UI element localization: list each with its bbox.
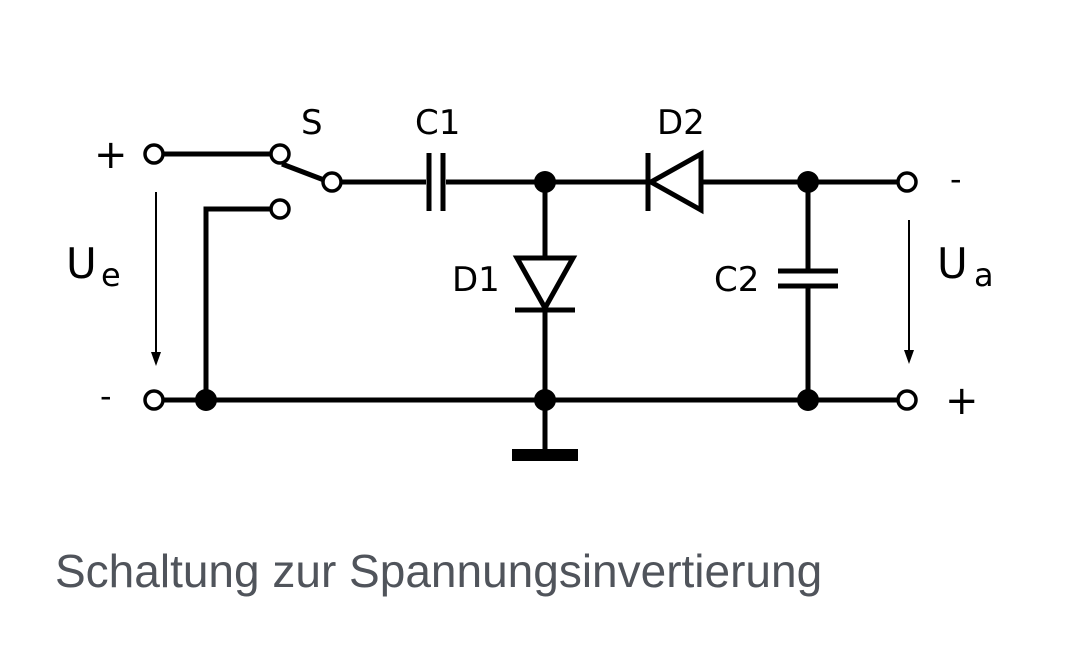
label-input-minus: - (100, 377, 112, 415)
input-voltage-arrowhead (151, 352, 161, 366)
junction-node-top-d1 (534, 171, 556, 193)
terminal-output-plus (896, 389, 918, 411)
terminal-input-minus (143, 389, 165, 411)
output-voltage-arrowhead (904, 350, 914, 364)
label-input-plus: + (94, 132, 128, 178)
label-output-voltage-main: U (937, 239, 968, 288)
junction-node-top-c2 (797, 171, 819, 193)
label-d1: D1 (452, 260, 500, 300)
junction-node-bottom-left (195, 389, 217, 411)
d2-triangle (645, 149, 704, 215)
label-input-voltage-main: U (66, 239, 97, 288)
switch-pivot (321, 171, 343, 193)
label-output-voltage-sub: a (974, 256, 994, 294)
junction-node-bottom-c2 (797, 389, 819, 411)
label-output-plus: + (945, 378, 979, 424)
ground-symbol (512, 449, 578, 461)
switch-contact-lower (269, 198, 291, 220)
circuit-diagram: S C1 D2 D1 C2 U e U a + - - + (66, 103, 994, 461)
switch-lever (281, 161, 325, 183)
label-input-voltage-sub: e (101, 256, 121, 294)
label-switch: S (301, 103, 323, 143)
label-d2: D2 (657, 103, 705, 143)
terminal-output-minus (896, 171, 918, 193)
figure-caption: Schaltung zur Spannungsinvertierung (55, 545, 823, 597)
junction-node-bottom-d1 (534, 389, 556, 411)
label-output-minus: - (950, 160, 962, 198)
label-c1: C1 (415, 103, 460, 143)
label-c2: C2 (714, 260, 759, 300)
d1-triangle (512, 255, 578, 314)
switch-contact-upper (269, 143, 291, 165)
wire-switch-lower (203, 206, 270, 400)
terminal-input-plus (143, 143, 165, 165)
